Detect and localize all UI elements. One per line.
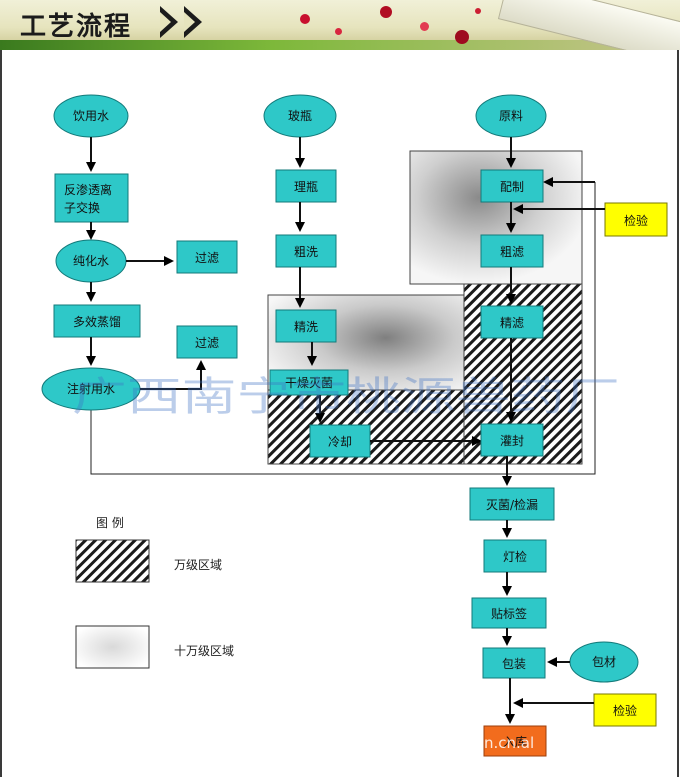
svg-text:配制: 配制 (500, 180, 524, 194)
svg-text:贴标签: 贴标签 (491, 606, 527, 621)
svg-text:精滤: 精滤 (500, 316, 524, 330)
node-rough-wash: 粗洗 (275, 234, 337, 268)
decor-dot (300, 14, 310, 24)
node-drinking-water: 饮用水 (53, 94, 129, 138)
svg-text:注射用水: 注射用水 (67, 381, 115, 396)
svg-text:灯检: 灯检 (503, 549, 527, 564)
node-cooling: 冷却 (309, 424, 371, 458)
header-stripe (0, 40, 680, 50)
node-filter-2: 过滤 (176, 325, 238, 359)
node-pure-water: 纯化水 (55, 239, 127, 283)
node-sterilize-leak: 灭菌/检漏 (469, 487, 555, 521)
chevron-icon-2 (184, 6, 202, 38)
svg-text:过滤: 过滤 (195, 251, 219, 265)
node-warehouse: 入库 (483, 725, 547, 757)
svg-text:包装: 包装 (502, 657, 526, 671)
svg-text:粗洗: 粗洗 (294, 245, 318, 259)
svg-text:饮用水: 饮用水 (73, 109, 109, 123)
decor-dot (475, 8, 481, 14)
svg-text:反渗透离: 反渗透离 (64, 182, 112, 197)
decor-dot (420, 22, 429, 31)
svg-text:理瓶: 理瓶 (294, 180, 318, 194)
header-banner: 工艺流程 (0, 0, 680, 50)
legend-label-10k: 万级区域 (174, 558, 222, 572)
node-glass-bottle: 玻瓶 (263, 94, 337, 138)
chevron-icon (160, 6, 178, 38)
arrow (140, 360, 206, 390)
watermark-url: n.cn.al (484, 734, 534, 752)
node-pack-material: 包材 (569, 641, 639, 683)
svg-text:精洗: 精洗 (294, 320, 318, 334)
node-fine-filter: 精滤 (480, 305, 544, 339)
svg-text:灌封: 灌封 (500, 434, 524, 448)
legend-title: 图 例 (96, 516, 124, 530)
node-inspect-2: 检验 (593, 693, 657, 727)
watermark-text: 广西南宁市桃源兽药厂 (72, 374, 620, 420)
svg-text:过滤: 过滤 (195, 336, 219, 350)
node-filter-1: 过滤 (176, 240, 238, 274)
decor-dot (455, 30, 469, 44)
svg-text:冷却: 冷却 (328, 435, 352, 449)
svg-text:包材: 包材 (592, 655, 616, 669)
frame-left-border (0, 50, 2, 777)
svg-text:入库: 入库 (503, 734, 527, 749)
svg-text:灭菌/检漏: 灭菌/检漏 (486, 497, 538, 512)
legend-label-100k: 十万级区域 (174, 644, 234, 658)
node-light-inspect: 灯检 (483, 539, 547, 573)
node-fill-seal: 灌封 (480, 423, 544, 457)
node-dry-sterilize: 干燥灭菌 (269, 369, 349, 396)
svg-text:检验: 检验 (613, 703, 637, 718)
node-labeling: 贴标签 (471, 597, 547, 629)
decor-dot (335, 28, 342, 35)
node-sort-bottle: 理瓶 (275, 169, 337, 203)
svg-text:纯化水: 纯化水 (73, 254, 109, 268)
decor-dot (380, 6, 392, 18)
svg-text:粗滤: 粗滤 (500, 245, 524, 259)
svg-text:玻瓶: 玻瓶 (288, 109, 312, 123)
legend-swatch-gradient (75, 625, 150, 669)
pipe-injection-water (90, 182, 596, 475)
svg-text:干燥灭菌: 干燥灭菌 (285, 376, 333, 390)
node-ro-ion-exchange: 反渗透离 子交换 (54, 173, 129, 223)
node-fine-wash: 精洗 (275, 309, 337, 343)
node-multi-distill: 多效蒸馏 (53, 304, 141, 338)
svg-text:多效蒸馏: 多效蒸馏 (73, 314, 121, 329)
node-packing: 包装 (482, 647, 546, 679)
svg-text:检验: 检验 (624, 213, 648, 228)
node-raw-material: 原料 (475, 94, 547, 138)
legend-swatch-hatched (75, 539, 150, 583)
node-inspect-1: 检验 (604, 202, 668, 237)
svg-text:子交换: 子交换 (64, 200, 100, 215)
svg-text:原料: 原料 (499, 109, 523, 123)
frame-right-border (677, 50, 679, 777)
node-prepare: 配制 (480, 169, 544, 203)
page-title: 工艺流程 (20, 12, 133, 42)
node-rough-filter: 粗滤 (480, 234, 544, 268)
